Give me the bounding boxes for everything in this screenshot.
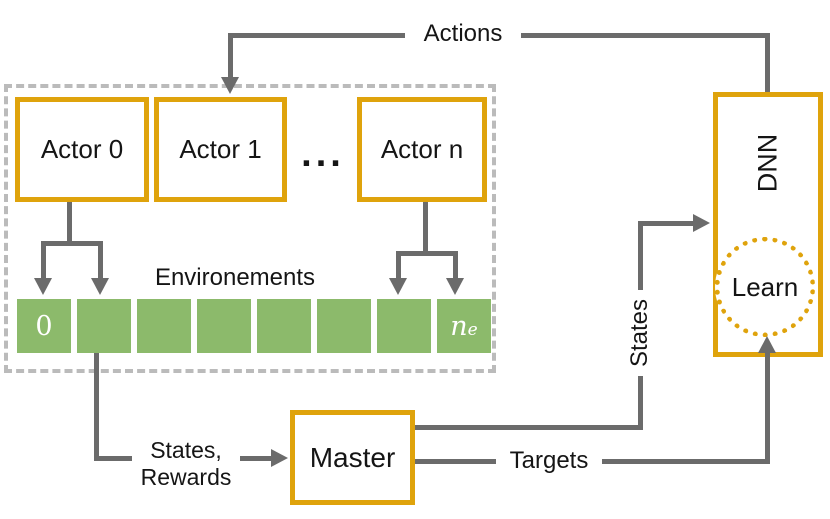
actor-0-label: Actor 0 [40, 134, 124, 164]
actor0-stem-line [67, 202, 72, 246]
actor0-fork-left-line [41, 241, 46, 279]
env-cell-6 [377, 299, 431, 353]
learn-in-arrowhead-icon [758, 336, 776, 353]
actorn-fork-bar [396, 251, 458, 256]
actor-n-box: Actor n [357, 97, 487, 202]
master-states-horizontal-line [415, 425, 643, 430]
env-cell-1 [77, 299, 131, 353]
dnn-in-arrowhead-icon [693, 214, 710, 232]
states-label: States [625, 290, 655, 376]
actor-1-box: Actor 1 [154, 97, 287, 202]
actorn-stem-line [423, 202, 428, 256]
environments-label: Environements [154, 264, 316, 291]
master-label: Master [309, 441, 396, 473]
master-in-arrowhead-icon [271, 449, 288, 467]
actions-line-down [228, 33, 233, 79]
actor0-left-arrowhead-icon [34, 278, 52, 295]
targets-vertical-line [765, 352, 770, 464]
actions-line-dnn-up [765, 33, 770, 92]
env-cell-first-label: 0 [35, 310, 53, 342]
env-cell-4 [257, 299, 311, 353]
actions-label: Actions [405, 20, 521, 48]
env-cell-3 [197, 299, 251, 353]
env-to-master-vertical-line [94, 353, 99, 461]
env-cell-last-label: n [450, 310, 468, 342]
actor-1-label: Actor 1 [179, 134, 262, 164]
states-rewards-label: States, Rewards [132, 437, 240, 491]
env-cell-2 [137, 299, 191, 353]
env-cell-0: 0 [17, 299, 71, 353]
states-to-dnn-line [638, 221, 694, 226]
actor-0-box: Actor 0 [15, 97, 149, 202]
actorn-fork-right-line [453, 251, 458, 279]
ellipsis-label: ... [301, 133, 345, 175]
env-cell-5 [317, 299, 371, 353]
actor-n-label: Actor n [380, 134, 464, 164]
dnn-label: DNN [752, 133, 783, 193]
master-box: Master [290, 410, 415, 505]
actorn-fork-left-line [396, 251, 401, 279]
actorn-right-arrowhead-icon [446, 278, 464, 295]
actor0-fork-bar [41, 241, 103, 246]
states-rewards-line2: Rewards [140, 464, 232, 490]
targets-label: Targets [496, 447, 602, 475]
actions-arrowhead-icon [221, 77, 239, 94]
actor0-fork-right-line [98, 241, 103, 279]
actorn-left-arrowhead-icon [389, 278, 407, 295]
states-rewards-line1: States, [150, 437, 222, 463]
actor0-right-arrowhead-icon [91, 278, 109, 295]
learn-circle: Learn [715, 237, 815, 337]
learn-label: Learn [731, 271, 799, 302]
